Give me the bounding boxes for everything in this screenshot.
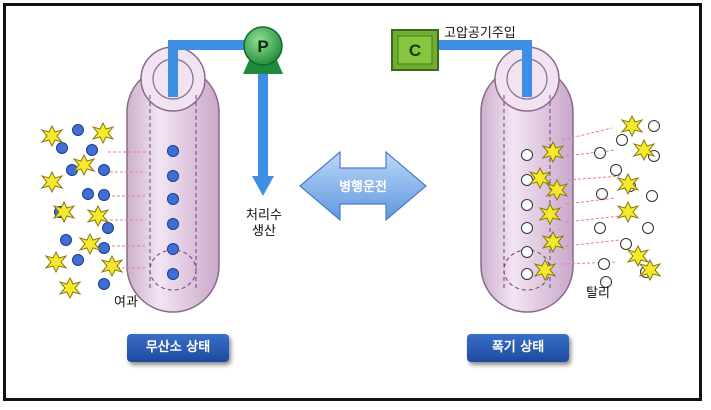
parallel-operation-arrow: 병행운전	[299, 150, 427, 222]
treated-water-line-2: 생산	[252, 224, 276, 239]
anoxic-state-button[interactable]: 무산소 상태	[127, 334, 229, 362]
parallel-operation-label: 병행운전	[339, 179, 387, 195]
compressor-label: C	[409, 41, 421, 60]
right-white-particles	[594, 120, 660, 288]
treated-water-label: 처리수 생산	[246, 208, 282, 240]
pump-label: P	[257, 37, 268, 56]
filtration-label: 여과	[114, 295, 138, 310]
left-flow-arrows	[108, 151, 146, 269]
treated-water-line-1: 처리수	[246, 208, 282, 223]
right-yellow-particles	[616, 114, 662, 282]
left-internal-particles	[167, 145, 179, 280]
left-yellow-particles	[40, 121, 124, 300]
left-pipe	[168, 40, 274, 196]
right-internal-particles	[521, 149, 533, 280]
aeration-state-button[interactable]: 폭기 상태	[467, 334, 569, 362]
desorption-label: 탈리	[586, 286, 610, 301]
right-pipe	[434, 40, 532, 97]
right-internal-yellow-particles	[528, 140, 569, 282]
pump-icon: P	[243, 26, 283, 74]
air-injection-label: 고압공기주입	[444, 26, 516, 41]
compressor-icon: C	[391, 29, 439, 71]
